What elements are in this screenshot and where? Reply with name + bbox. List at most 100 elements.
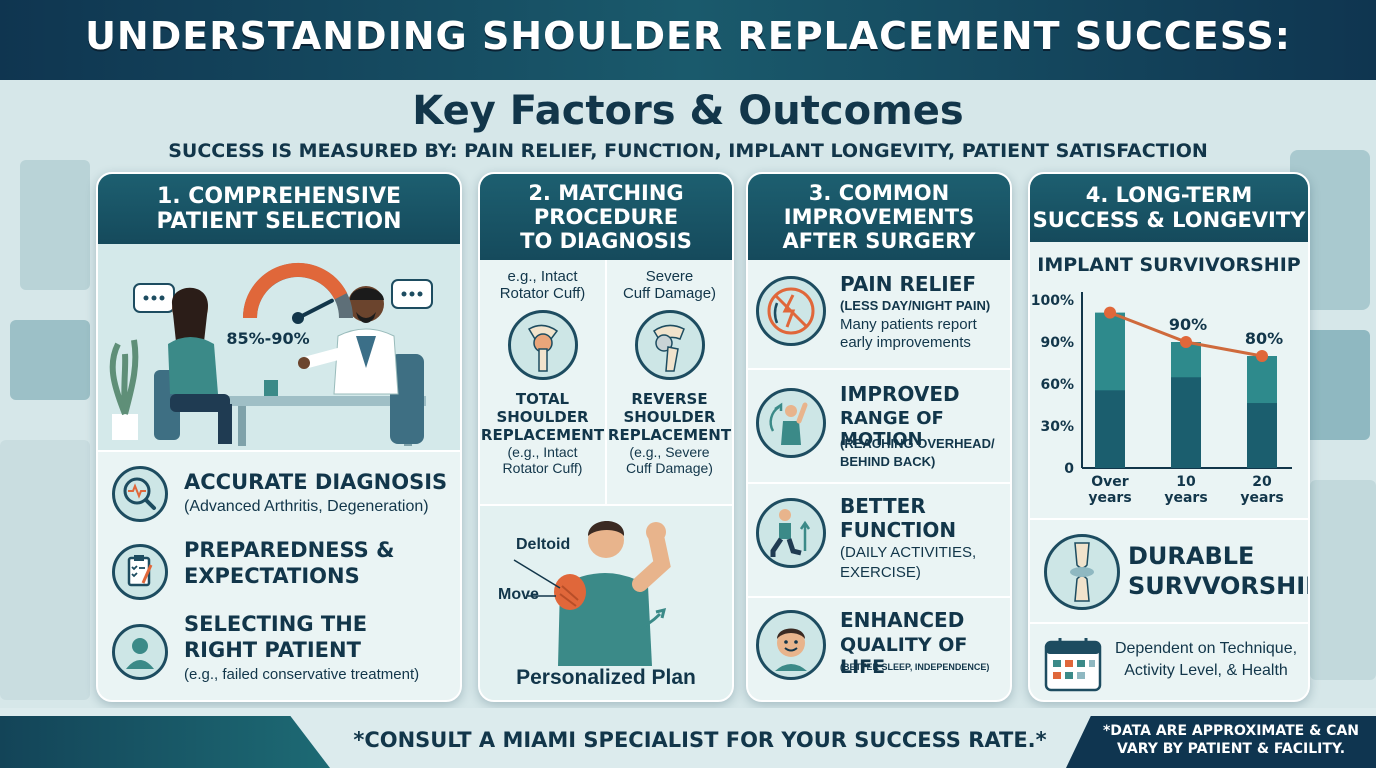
page-subtitle: Key Factors & Outcomes bbox=[412, 88, 964, 134]
card-patient-selection-header: 1. COMPREHENSIVE PATIENT SELECTION bbox=[98, 174, 460, 244]
item-title: ENHANCED bbox=[840, 608, 965, 632]
data-label: 90% bbox=[1169, 315, 1207, 334]
card-matching-procedure-header: 2. MATCHING PROCEDURE TO DIAGNOSIS bbox=[480, 174, 732, 260]
durable-label: DURABLE bbox=[1128, 542, 1255, 570]
consultation-scene-icon: 85%-90% bbox=[98, 244, 460, 450]
pain-bolt-icon bbox=[756, 276, 826, 346]
gauge-fill bbox=[242, 263, 348, 319]
item-subtitle: Many patients report bbox=[840, 316, 977, 333]
arm-rotation-icon bbox=[756, 388, 826, 458]
indication-label: Rotator Cuff) bbox=[499, 285, 586, 302]
card-title-line: 3. COMMON bbox=[808, 181, 950, 205]
card-title-line: PATIENT SELECTION bbox=[156, 209, 402, 234]
procedure-note: Cuff Damage) bbox=[626, 460, 713, 476]
x-tick-label: 20 bbox=[1252, 474, 1272, 490]
personalized-plan-label: Personalized Plan bbox=[516, 666, 696, 689]
gauge-label: 85%-90% bbox=[226, 329, 309, 348]
procedure-note: (e.g., Intact bbox=[507, 444, 578, 460]
card-title-line: 2. MATCHING bbox=[528, 181, 684, 205]
item-title: PREPAREDNESS & bbox=[184, 538, 395, 562]
knee-joint-icon bbox=[1044, 534, 1120, 610]
disclaimer-line: *DATA ARE APPROXIMATE & CAN bbox=[1102, 723, 1360, 739]
magnifier-pulse-icon bbox=[112, 466, 168, 522]
item-title: QUALITY OF LIFE bbox=[840, 634, 968, 678]
procedure-name: REPLACEMENT bbox=[480, 426, 605, 444]
item-note: (e.g., failed conservative treatment) bbox=[184, 666, 420, 683]
y-tick-label: 60% bbox=[1040, 377, 1074, 393]
y-tick-label: 100% bbox=[1031, 293, 1074, 309]
card-title-line: PROCEDURE bbox=[533, 205, 679, 229]
chart-title: IMPLANT SURVIVORSHIP bbox=[1037, 254, 1301, 276]
card-title-line: SUCCESS & LONGEVITY bbox=[1032, 208, 1306, 232]
consultation-illustration: 85%-90% bbox=[98, 244, 460, 450]
bar-segment bbox=[1171, 377, 1201, 468]
card-common-improvements: 3. COMMON IMPROVEMENTS AFTER SURGERY PAI… bbox=[746, 172, 1012, 702]
procedure-name: SHOULDER bbox=[623, 408, 716, 426]
data-disclaimer: *DATA ARE APPROXIMATE & CAN VARY BY PATI… bbox=[1092, 722, 1370, 758]
person-icon bbox=[112, 624, 168, 680]
list-item: PAIN RELIEF (LESS DAY/NIGHT PAIN) Many p… bbox=[748, 260, 1010, 368]
data-point bbox=[1104, 306, 1116, 319]
procedure-name: REPLACEMENT bbox=[607, 426, 732, 444]
consult-message: *CONSULT A MIAMI SPECIALIST FOR YOUR SUC… bbox=[353, 728, 1047, 752]
dependent-panel: Dependent on Technique, Activity Level, … bbox=[1030, 622, 1308, 700]
dependent-text: Activity Level, & Health bbox=[1124, 662, 1288, 679]
data-point bbox=[1180, 336, 1192, 348]
card-title-line: 4. LONG-TERM bbox=[1085, 183, 1253, 207]
data-label: 80% bbox=[1245, 329, 1283, 348]
item-subtitle: BEHIND BACK) bbox=[840, 454, 936, 469]
title-banner: UNDERSTANDING SHOULDER REPLACEMENT SUCCE… bbox=[0, 0, 1376, 80]
x-tick-label: years bbox=[1240, 490, 1283, 506]
total-shoulder-joint-icon bbox=[508, 310, 578, 380]
indication-label: e.g., Intact bbox=[507, 268, 578, 285]
smiling-face-icon bbox=[756, 610, 826, 680]
clipboard-pen-icon bbox=[112, 544, 168, 600]
footer-accent bbox=[0, 716, 330, 768]
procedure-name: TOTAL bbox=[515, 390, 570, 408]
y-tick-label: 0 bbox=[1064, 461, 1074, 477]
y-tick-label: 90% bbox=[1040, 335, 1074, 351]
procedure-comparison: e.g., Intact Rotator Cuff) TOTAL SHOULDE… bbox=[480, 260, 732, 504]
list-item: ACCURATE DIAGNOSIS (Advanced Arthritis, … bbox=[98, 452, 460, 536]
footer-disclaimer-band bbox=[1066, 716, 1376, 768]
x-tick-label: years bbox=[1088, 490, 1131, 506]
card-title-line: TO DIAGNOSIS bbox=[520, 229, 692, 253]
selection-list: ACCURATE DIAGNOSIS (Advanced Arthritis, … bbox=[98, 450, 460, 700]
x-tick-label: 10 bbox=[1176, 474, 1196, 490]
item-title: ACCURATE DIAGNOSIS bbox=[184, 470, 448, 494]
list-item: PREPAREDNESS & EXPECTATIONS bbox=[98, 536, 460, 616]
list-item: SELECTING THE RIGHT PATIENT (e.g., faile… bbox=[98, 612, 460, 700]
x-tick-label: Over bbox=[1091, 474, 1129, 490]
card-matching-procedure: 2. MATCHING PROCEDURE TO DIAGNOSIS e.g.,… bbox=[478, 172, 734, 702]
item-title: RIGHT PATIENT bbox=[184, 638, 361, 662]
item-title: IMPROVED bbox=[840, 382, 960, 406]
card-title-line: IMPROVEMENTS bbox=[783, 205, 975, 229]
y-tick-label: 30% bbox=[1040, 419, 1074, 435]
procedure-note: Rotator Cuff) bbox=[502, 460, 583, 476]
total-shoulder-column: e.g., Intact Rotator Cuff) TOTAL SHOULDE… bbox=[480, 260, 605, 504]
card-patient-selection: 1. COMPREHENSIVE PATIENT SELECTION bbox=[96, 172, 462, 702]
item-title: BETTER bbox=[840, 494, 926, 518]
procedure-name: SHOULDER bbox=[496, 408, 589, 426]
personalized-plan-panel: Deltoid Move Personalized Plan bbox=[480, 504, 732, 700]
durable-panel: DURABLE SURVVORSHIP bbox=[1030, 518, 1308, 622]
success-measures: SUCCESS IS MEASURED BY: PAIN RELIEF, FUN… bbox=[168, 140, 1208, 162]
indication-label: Cuff Damage) bbox=[622, 285, 717, 302]
deltoid-label: Deltoid bbox=[516, 536, 571, 553]
item-subtitle: (DAILY ACTIVITIES, bbox=[840, 544, 977, 561]
card-common-improvements-header: 3. COMMON IMPROVEMENTS AFTER SURGERY bbox=[748, 174, 1010, 260]
item-title: PAIN RELIEF bbox=[840, 272, 977, 296]
procedure-name: REVERSE bbox=[631, 390, 708, 408]
item-subtitle: (BETTER SLEEP, INDEPENDENCE) bbox=[840, 662, 990, 672]
procedure-note: (e.g., Severe bbox=[629, 444, 710, 460]
item-title: EXPECTATIONS bbox=[184, 564, 360, 588]
reverse-shoulder-column: Severe Cuff Damage) REVERSE SHOULDER REP… bbox=[607, 260, 732, 504]
bar-segment bbox=[1247, 403, 1277, 468]
durable-label: SURVVORSHIP bbox=[1128, 572, 1310, 600]
flexing-man-icon bbox=[513, 521, 671, 666]
list-item: ENHANCED QUALITY OF LIFE (BETTER SLEEP, … bbox=[748, 596, 1010, 700]
disclaimer-line: VARY BY PATIENT & FACILITY. bbox=[1116, 741, 1346, 757]
card-long-term-success-header: 4. LONG-TERM SUCCESS & LONGEVITY bbox=[1030, 174, 1308, 242]
list-item: BETTER FUNCTION (DAILY ACTIVITIES, EXERC… bbox=[748, 482, 1010, 596]
